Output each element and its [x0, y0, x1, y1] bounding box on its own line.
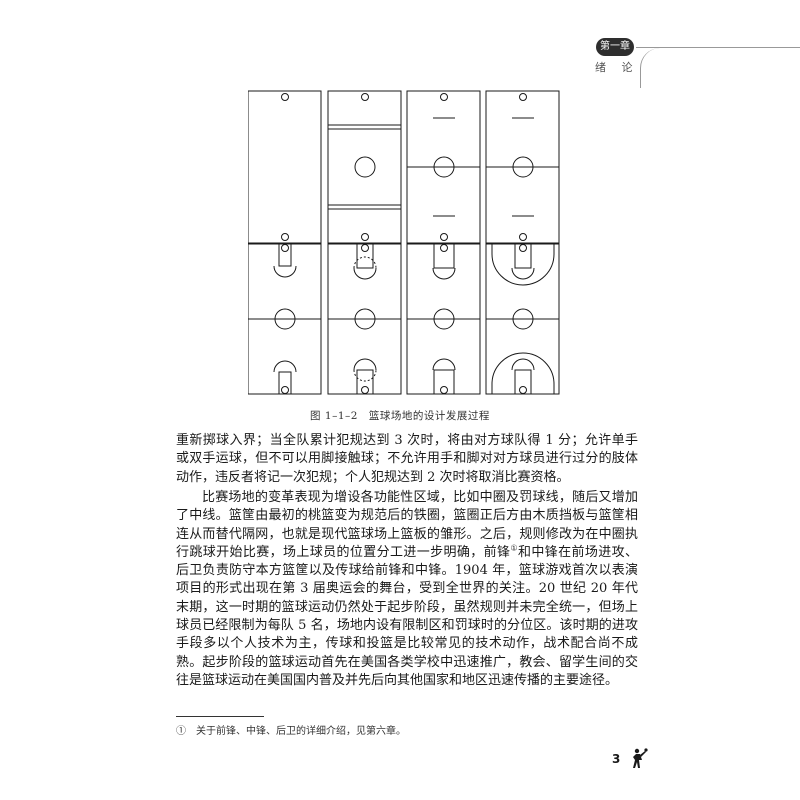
footnote-rule — [176, 716, 264, 717]
court-stage-3 — [406, 90, 481, 244]
page-number: 3 — [612, 752, 621, 766]
court-stage-1 — [248, 90, 322, 244]
court-stage-6 — [327, 243, 402, 395]
footnote: ① 关于前锋、中锋、后卫的详细介绍，见第六章。 — [176, 726, 406, 737]
paragraph-1: 重新掷球入界；当全队累计犯规达到 3 次时，将由对方球队得 1 分；允许单手或双… — [176, 433, 638, 485]
chapter-title: 绪 论 — [595, 61, 639, 74]
footnote-reference[interactable]: ① — [510, 543, 518, 553]
court-stage-5 — [248, 243, 322, 395]
basketball-player-icon — [633, 748, 648, 768]
paragraph-2: 比赛场地的变革表现为增设各功能性区域，比如中圈及罚球线，随后又增加了中线。篮筐由… — [176, 489, 638, 690]
court-diagram-figure — [248, 90, 560, 395]
court-stage-2 — [327, 90, 402, 244]
header-curve — [640, 48, 701, 88]
paragraph-2-part-b: 和中锋在前场进攻、后卫负责防守本方篮筐以及传球给前锋和中锋。1904 年，篮球游… — [176, 544, 638, 688]
paragraph-2-part-a: 比赛场地的变革表现为增设各功能性区域，比如中圈及罚球线，随后又增加了中线。篮筐由… — [176, 490, 638, 560]
header-rule — [636, 47, 800, 48]
court-stage-4 — [485, 90, 560, 244]
court-stage-7 — [406, 243, 481, 395]
court-stage-8 — [485, 243, 560, 395]
figure-caption: 图 1–1–2 篮球场地的设计发展过程 — [310, 410, 490, 422]
chapter-badge: 第一章 — [596, 38, 634, 56]
